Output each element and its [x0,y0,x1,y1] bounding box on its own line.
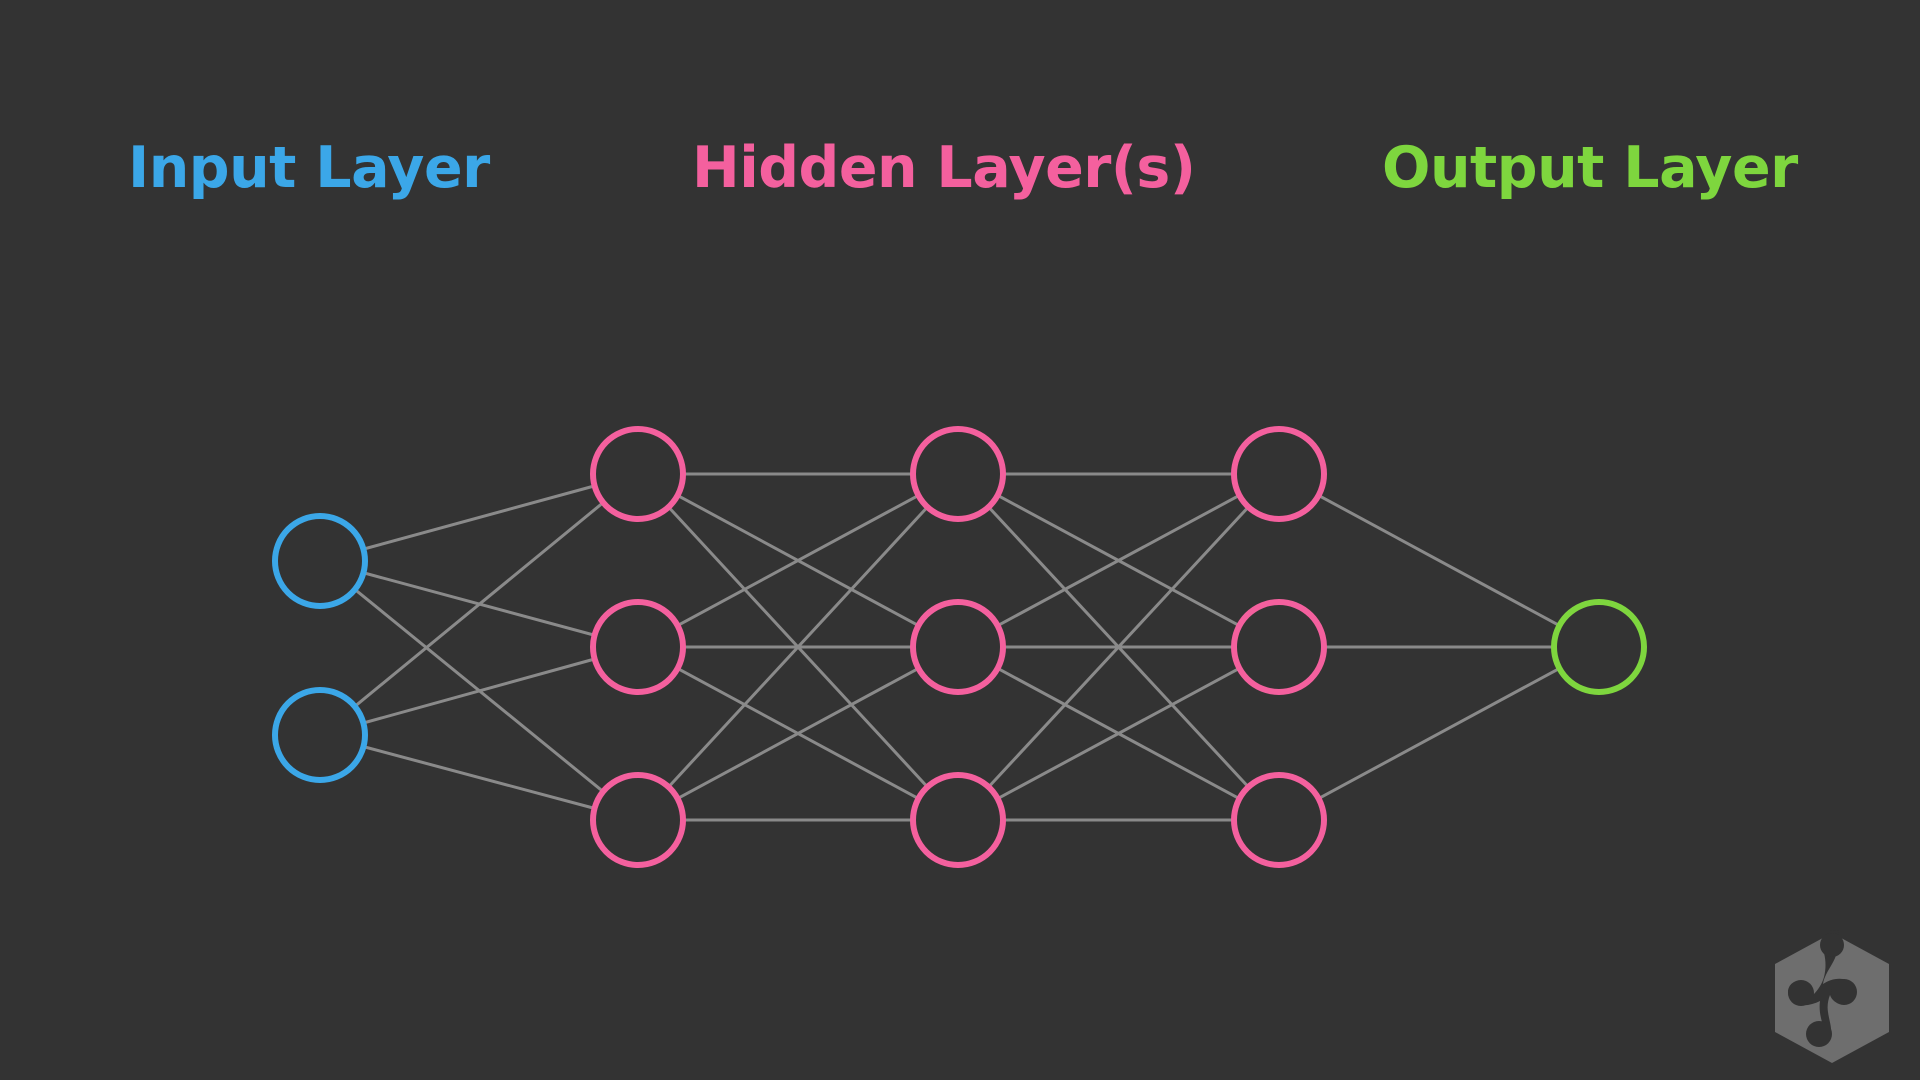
neuron-node-hidden [590,599,686,695]
neuron-node-hidden [590,772,686,868]
layer-label-output: Output Layer [1382,135,1798,201]
connection-edge [996,493,1241,628]
connection-edge [1317,493,1561,628]
connection-edge [676,666,920,801]
neuron-node-input [272,513,368,609]
branch-glyph [1788,930,1857,1047]
neuron-node-input [272,687,368,783]
neuron-node-hidden [910,426,1006,522]
connection-edge [676,493,920,628]
neuron-node-hidden [910,772,1006,868]
layer-label-hidden: Hidden Layer(s) [692,135,1196,201]
connection-edge [987,505,1250,789]
connection-edges [353,472,1561,822]
neuron-node-hidden [910,599,1006,695]
connection-edge [353,501,605,708]
connection-edge [361,657,597,725]
connection-edge [667,505,929,789]
connection-edge [996,666,1241,801]
connection-edge [1317,666,1561,801]
neuron-node-hidden [590,426,686,522]
neuron-node-hidden [1231,599,1327,695]
neuron-node-hidden [1231,772,1327,868]
treehouse-logo-watermark [1775,930,1889,1063]
neuron-node-hidden [1231,426,1327,522]
neuron-nodes [272,426,1647,868]
connection-edge [361,484,597,551]
neuron-node-output [1551,599,1647,695]
connection-edge [361,745,597,810]
layer-label-input: Input Layer [128,135,490,201]
